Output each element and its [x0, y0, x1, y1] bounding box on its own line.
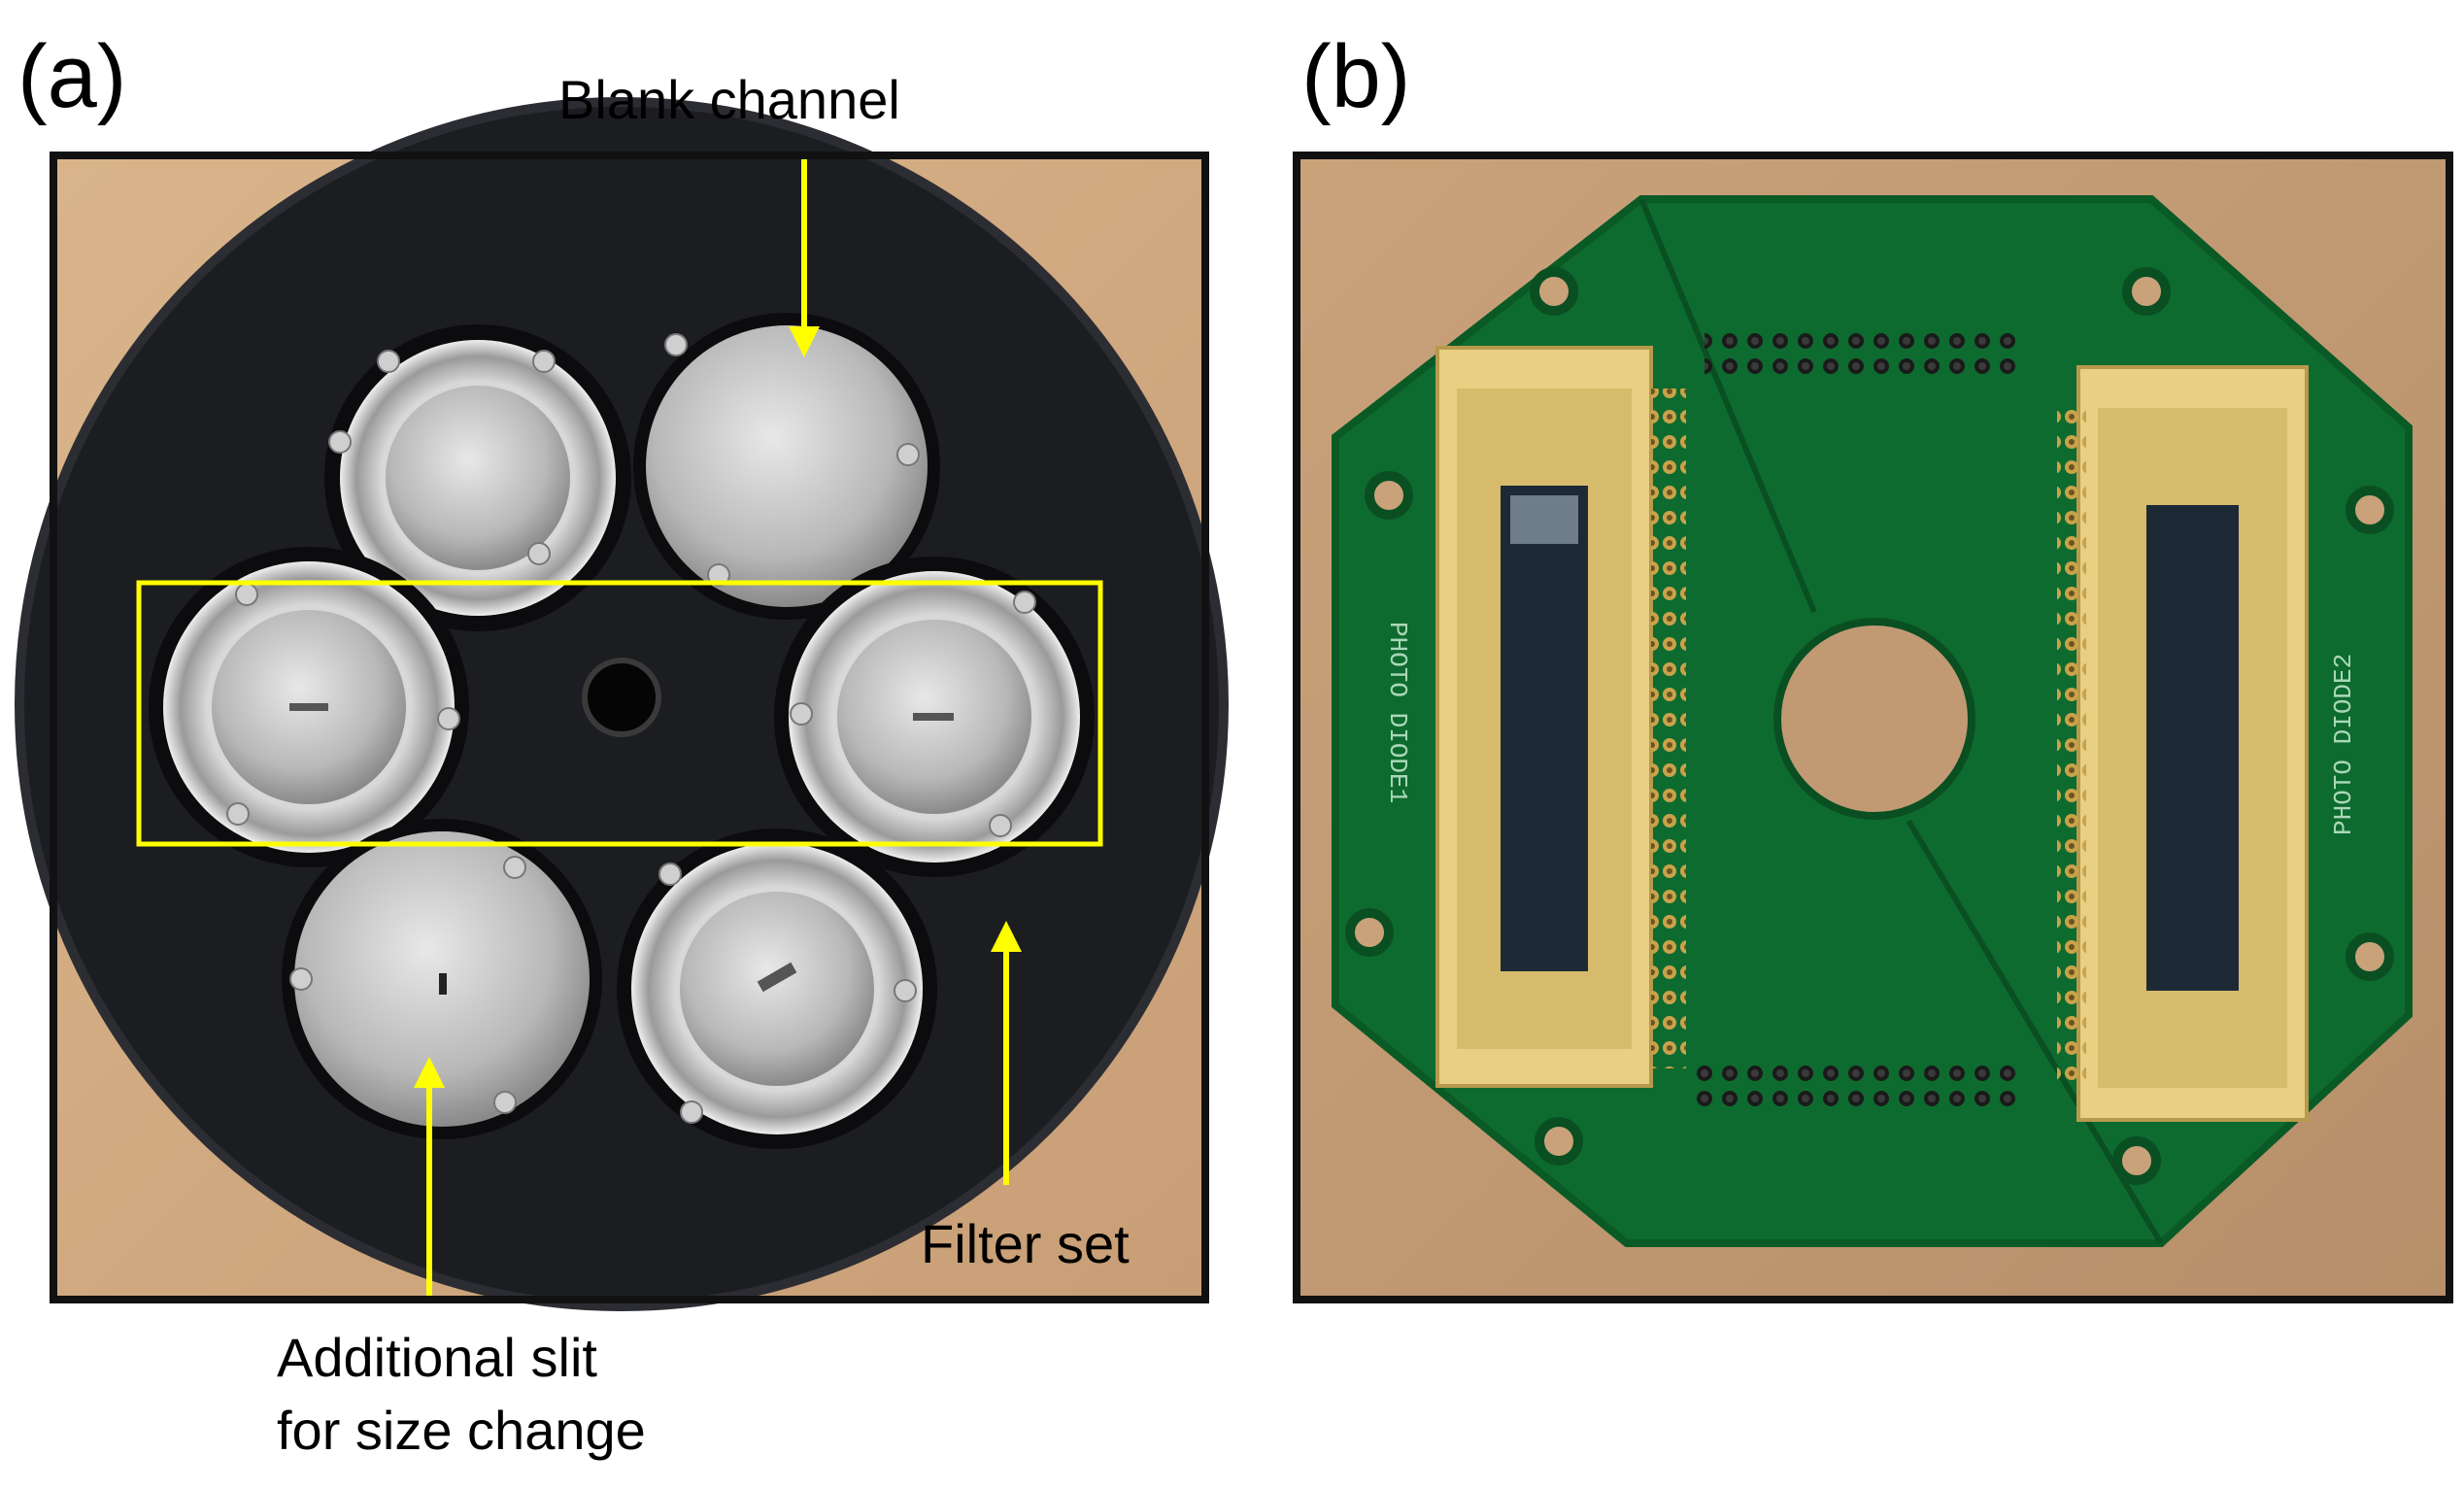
filter-set-arrow: [991, 921, 1022, 1185]
photodiode-array-left: PHOTO DIODE1: [1383, 346, 1686, 1088]
photo-photodiode-board: PHOTO DIODE1 PHOTO DIODE2: [1297, 155, 2449, 1300]
pcb-divider-upper: [1638, 197, 1817, 614]
filter-slot-left: [149, 547, 469, 867]
wheel-center-hole: [582, 658, 661, 737]
additional-slit-label-line2: for size change: [277, 1400, 646, 1461]
silkscreen-photodiode1: PHOTO DIODE1: [1383, 622, 1412, 803]
filter-slot-bottom-right: [617, 829, 937, 1149]
mounting-holes: [1345, 267, 2394, 1185]
panel-b-frame: [1293, 152, 2453, 1303]
panel-b-label: (b): [1301, 27, 1410, 126]
silkscreen-photodiode2: PHOTO DIODE2: [2329, 654, 2358, 835]
additional-slit-label-line1: Additional slit: [277, 1327, 597, 1388]
filter-set-label: Filter set: [921, 1213, 1130, 1274]
blank-channel-label: Blank channel: [558, 69, 900, 130]
filter-wheel-rim: [15, 97, 1229, 1311]
panel-a-label: (a): [17, 27, 126, 126]
filter-set-highlight-box: [136, 580, 1103, 847]
pin-header-bottom: [1695, 1059, 2015, 1109]
panel-a-frame: [50, 152, 1209, 1303]
annotations-a: [136, 157, 1103, 1302]
pin-header-top: [1705, 330, 2025, 381]
blank-channel-arrow: [789, 157, 820, 357]
filter-slot-right: [774, 557, 1095, 877]
screws: [226, 333, 1036, 1124]
photo-filter-wheel: [15, 97, 1229, 1311]
panel-a: (a): [15, 27, 1229, 1461]
photodiode-array-right: PHOTO DIODE2: [2057, 365, 2358, 1122]
panel-b: (b): [1293, 27, 2453, 1303]
additional-slit-plate: [282, 819, 602, 1139]
pcb-center-hole: [1773, 618, 1975, 820]
additional-slit-arrow: [414, 1057, 445, 1302]
blank-channel-plate: [633, 313, 940, 620]
